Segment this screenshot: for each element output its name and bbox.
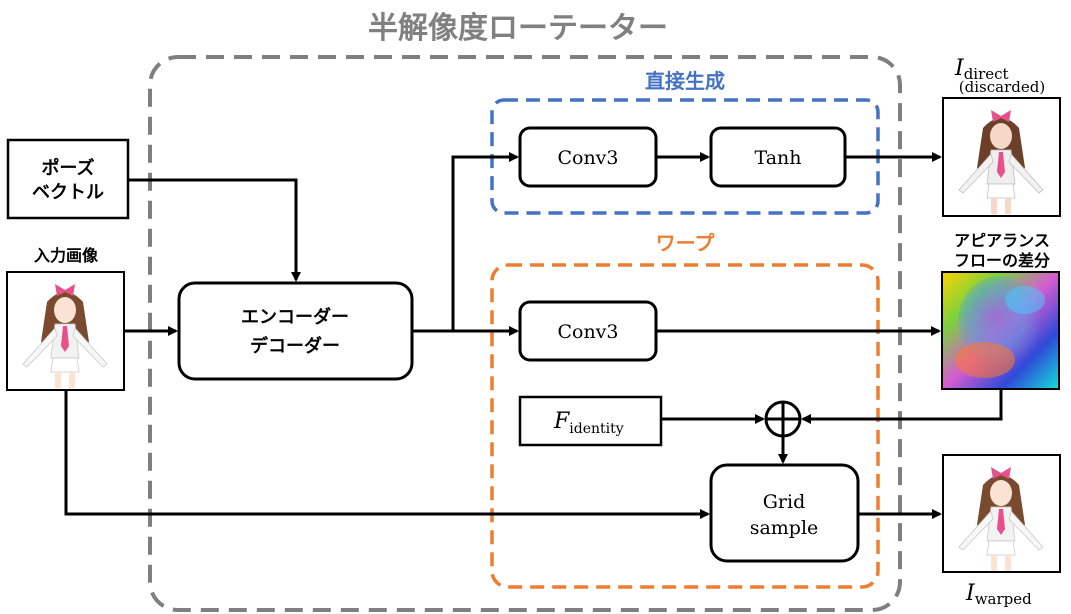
- warp-group-label: ワープ: [656, 231, 716, 255]
- input-image-label: 入力画像: [34, 246, 99, 265]
- arrow-encoder-to-conv3-direct: [451, 152, 519, 331]
- character-figure-icon: [958, 110, 1044, 214]
- grid-sample-box: [709, 463, 860, 563]
- encoder-decoder-box: [177, 281, 414, 381]
- warped-output-image: [942, 454, 1061, 573]
- pose-vector-line1: ポーズ: [41, 157, 94, 179]
- rotator-container: [148, 55, 902, 612]
- flow-label-line1: アピアランス: [954, 231, 1050, 250]
- add-node: [764, 400, 802, 438]
- arrow-pose-to-encoder: [128, 178, 301, 282]
- direct-group-label: 直接生成: [645, 69, 725, 93]
- encoder-decoder-line1: エンコーダー: [241, 306, 349, 328]
- connectors: [64, 152, 1003, 519]
- grid-sample-line2: sample: [750, 517, 819, 539]
- character-figure-icon: [22, 284, 108, 388]
- input-image: [6, 271, 125, 391]
- conv3-warp-label: Conv3: [557, 321, 618, 343]
- conv3-direct-label: Conv3: [557, 147, 618, 169]
- direct-output-note: (discarded): [959, 78, 1045, 96]
- pose-vector-line2: ベクトル: [32, 182, 104, 203]
- arrow-image-to-grid: [64, 390, 710, 519]
- direct-output-image: [942, 97, 1061, 217]
- f-identity-main: F: [553, 409, 570, 434]
- flow-label-line2: フローの差分: [954, 251, 1050, 270]
- encoder-decoder-line2: デコーダー: [250, 335, 340, 357]
- f-identity-box: [518, 395, 663, 447]
- pose-vector-box: [6, 138, 130, 220]
- warped-output-sub: warped: [975, 590, 1032, 608]
- character-figure-icon: [958, 467, 1044, 571]
- direct-output-main: I: [954, 56, 965, 81]
- grid-sample-line1: Grid: [763, 491, 806, 513]
- direct-output-label: Idirect: [954, 56, 1009, 83]
- f-identity-label: Fidentity: [553, 409, 624, 437]
- appearance-flow-image: [941, 271, 1060, 390]
- warped-output-label: Iwarped: [965, 581, 1032, 608]
- direct-output-sub: direct: [964, 65, 1009, 83]
- warped-output-main: I: [965, 581, 976, 606]
- arrow-flow-to-add: [801, 389, 1003, 424]
- f-identity-sub: identity: [569, 421, 623, 437]
- diagram-title: 半解像度ローテーター: [368, 11, 668, 46]
- tanh-label: Tanh: [755, 147, 802, 169]
- warp-group-frame: [490, 263, 880, 589]
